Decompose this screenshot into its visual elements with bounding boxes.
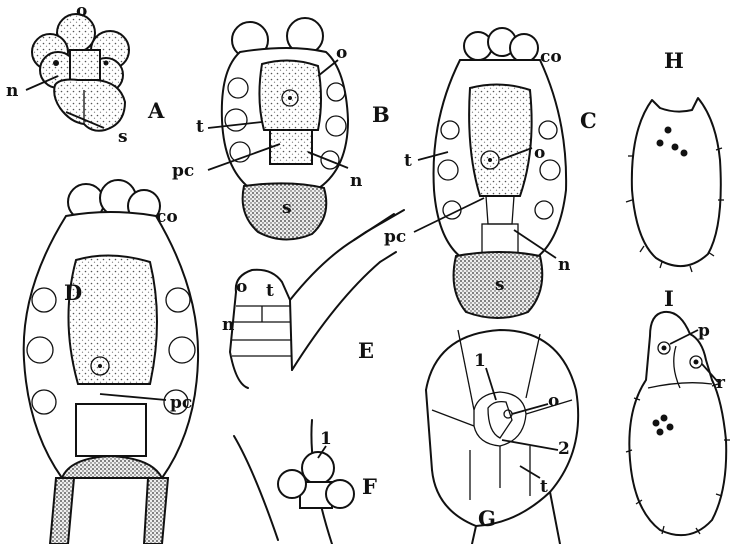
panel-i: p r I	[626, 286, 730, 535]
label-c-co: co	[540, 47, 562, 67]
label-a-o: o	[76, 1, 87, 21]
panel-g: 1 o 2 t G	[426, 330, 578, 544]
label-i-p: p	[698, 321, 710, 341]
label-f-1: 1	[320, 429, 332, 449]
label-d-co: co	[156, 207, 178, 227]
label-e-o: o	[236, 277, 247, 297]
label-b-pc: pc	[172, 161, 194, 181]
panel-letter-g: G	[478, 506, 496, 531]
label-b-n: n	[350, 171, 362, 191]
label-a-s: s	[118, 127, 128, 147]
panel-letter-d: D	[64, 280, 82, 305]
label-e-t: t	[266, 281, 274, 301]
label-i-r: r	[716, 373, 726, 393]
label-b-t: t	[196, 117, 204, 137]
panel-letter-i: I	[664, 286, 674, 311]
panel-letter-a: A	[147, 98, 165, 123]
panel-e: o t n E	[222, 210, 404, 388]
panel-letter-e: E	[358, 338, 374, 363]
label-e-n: n	[222, 315, 234, 335]
panel-letter-h: H	[664, 48, 684, 73]
label-c-pc: pc	[384, 227, 406, 247]
label-c-n: n	[558, 255, 570, 275]
label-g-t: t	[540, 477, 548, 497]
label-a-n: n	[6, 81, 18, 101]
panel-h: H	[626, 48, 724, 272]
panel-c: co t o pc n s C	[384, 28, 597, 318]
panel-letter-f: F	[362, 474, 377, 499]
label-b-s: s	[282, 198, 292, 218]
panel-b: o t pc n s B	[172, 18, 390, 240]
panel-f: 1 F	[234, 420, 377, 544]
label-g-2: 2	[558, 439, 570, 459]
label-g-o: o	[548, 391, 559, 411]
panel-letter-c: C	[580, 108, 597, 133]
label-c-o: o	[534, 143, 545, 163]
label-d-pc: pc	[170, 393, 192, 413]
label-g-1: 1	[474, 351, 486, 371]
panel-a: o n s A	[6, 1, 165, 147]
panel-d: co pc D	[24, 180, 198, 544]
label-b-o: o	[336, 43, 347, 63]
label-c-s: s	[495, 275, 505, 295]
label-c-t: t	[404, 151, 412, 171]
panel-letter-b: B	[372, 102, 390, 127]
